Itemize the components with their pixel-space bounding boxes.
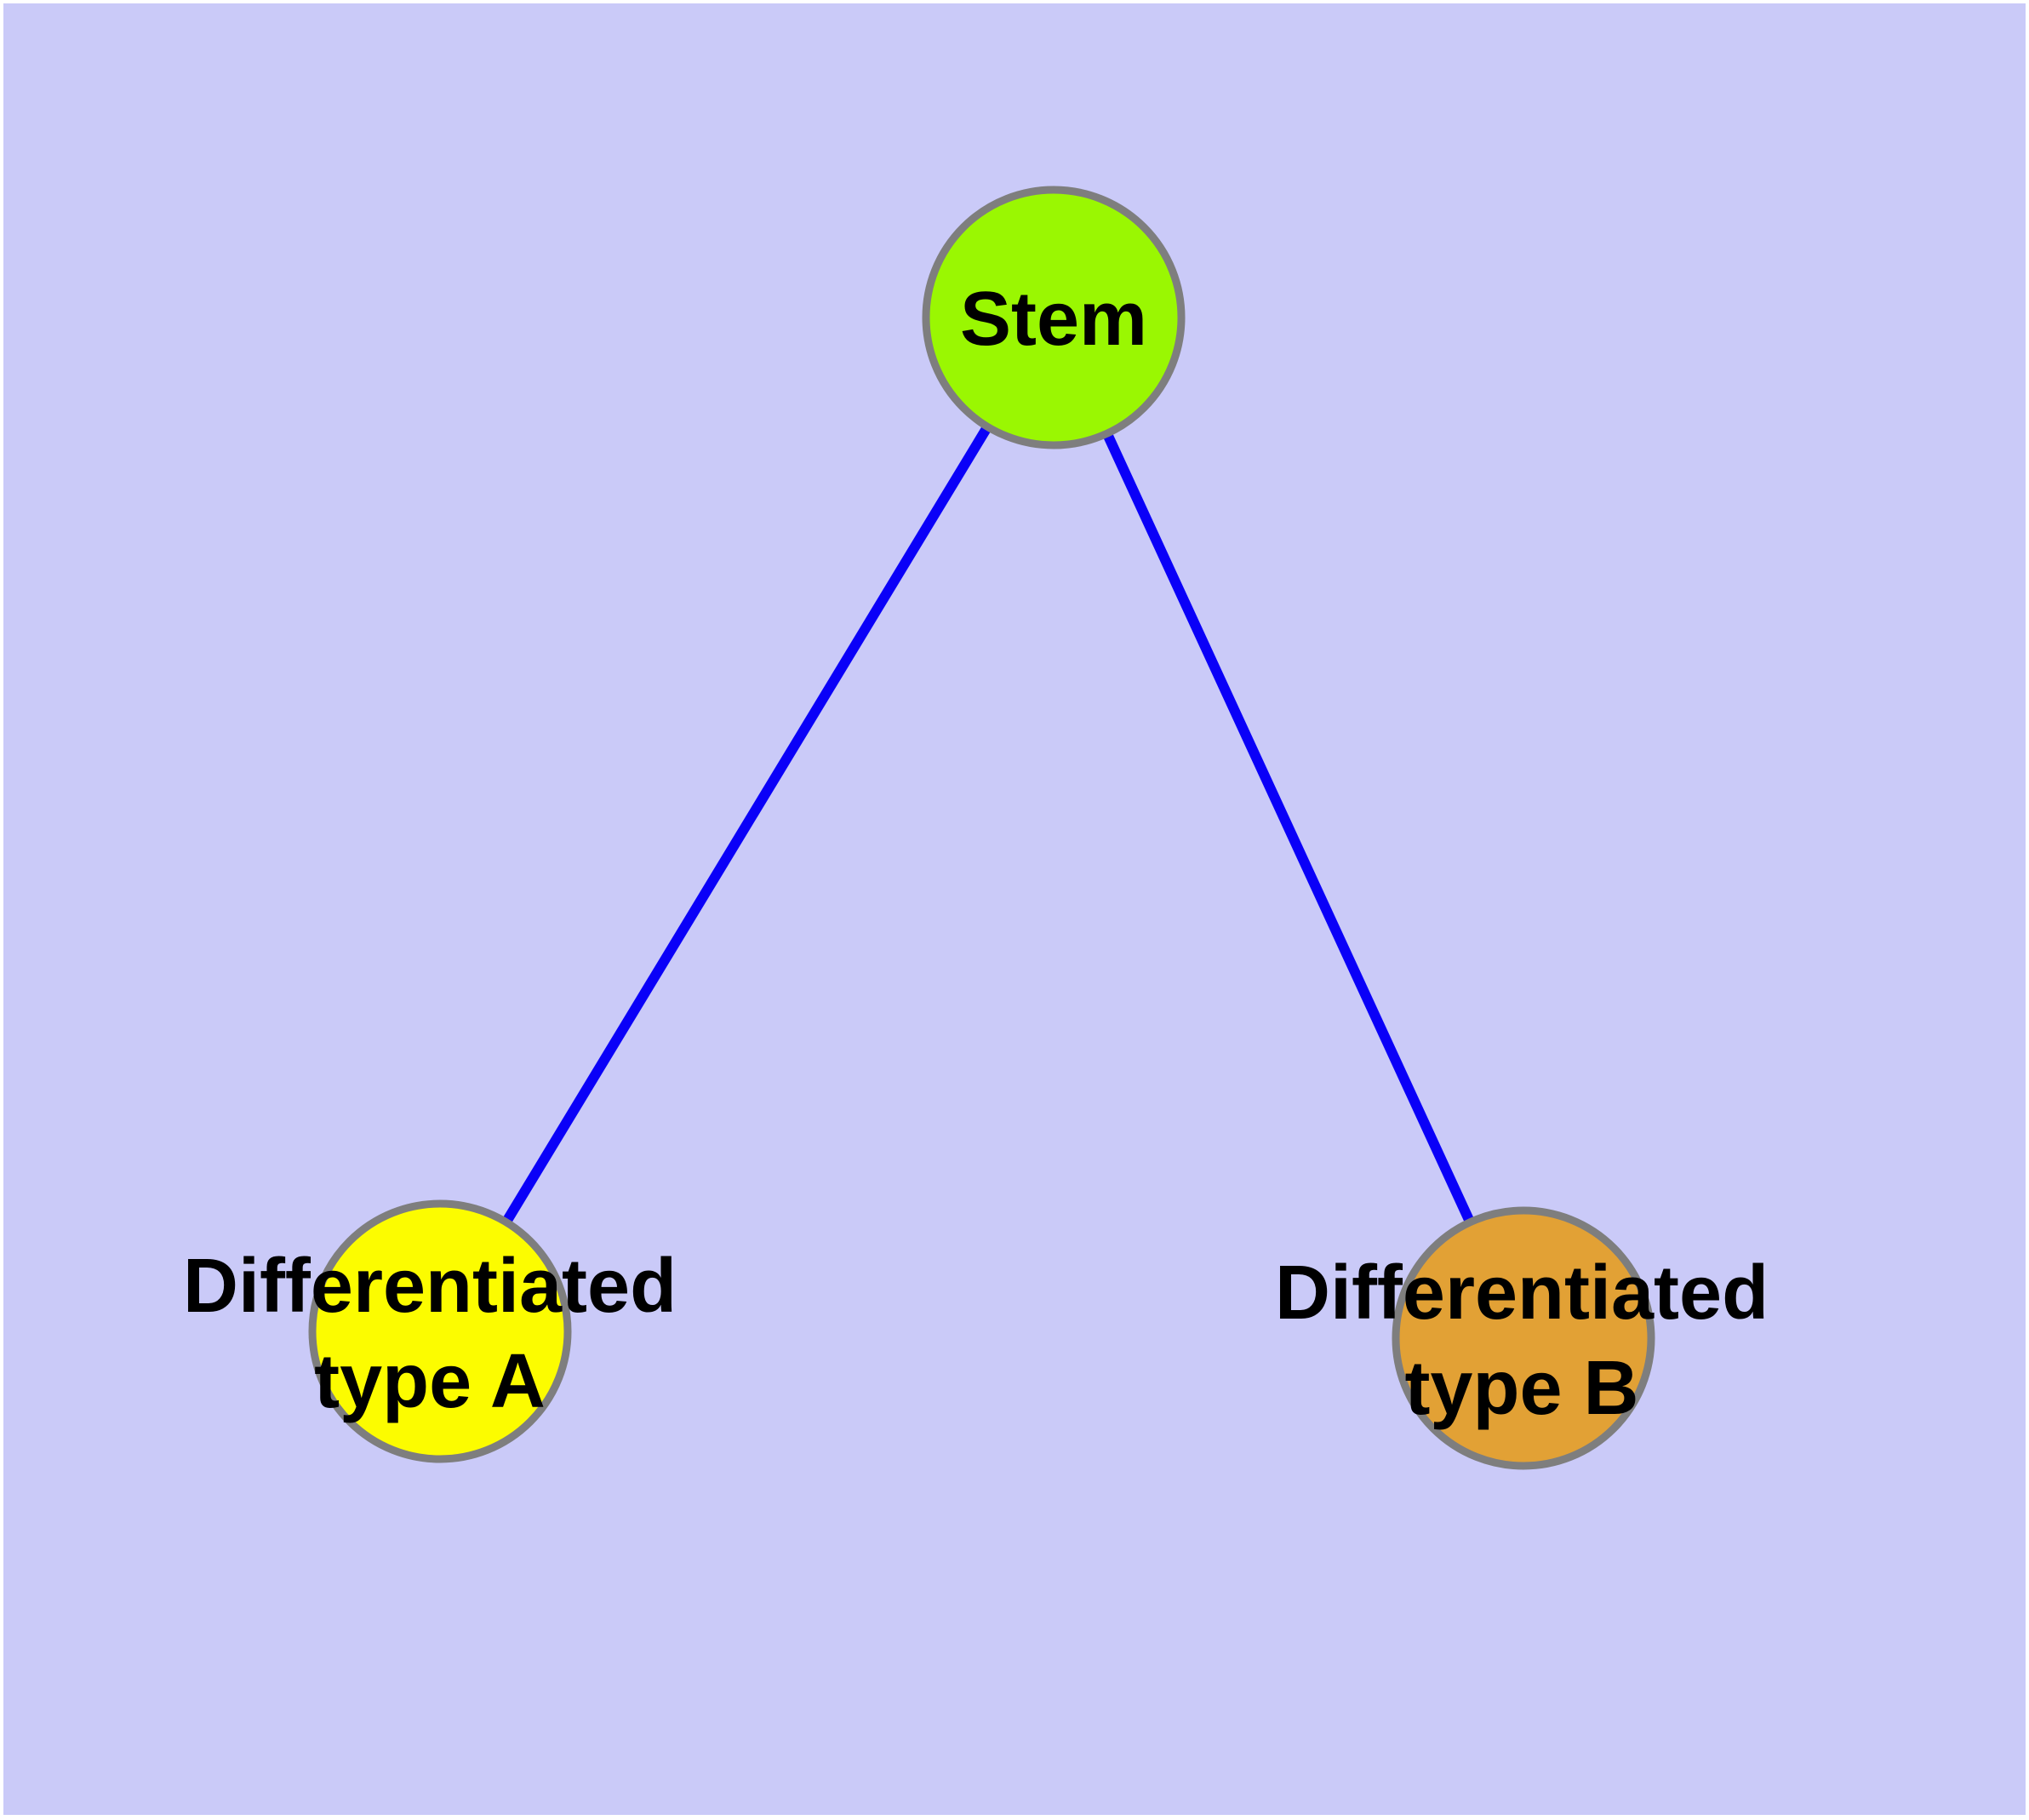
node-differentiated-type-b [1392, 1206, 1655, 1470]
node-stem-label: Stem [959, 277, 1148, 362]
node-type-b-label: Differentiated type B [1275, 1245, 1769, 1436]
node-type-b-label-line1: Differentiated [1274, 1251, 1769, 1336]
node-type-b-label-line2: type B [1404, 1346, 1639, 1431]
edge-stem-to-type-a [435, 314, 1059, 1335]
node-type-a-label-line1: Differentiated [182, 1244, 677, 1329]
edge-stem-to-type-b [1049, 315, 1529, 1341]
node-stem [922, 186, 1186, 449]
node-type-a-label: Differentiated type A [183, 1239, 677, 1429]
node-type-a-label-line2: type A [314, 1339, 546, 1424]
node-differentiated-type-a [308, 1199, 572, 1463]
